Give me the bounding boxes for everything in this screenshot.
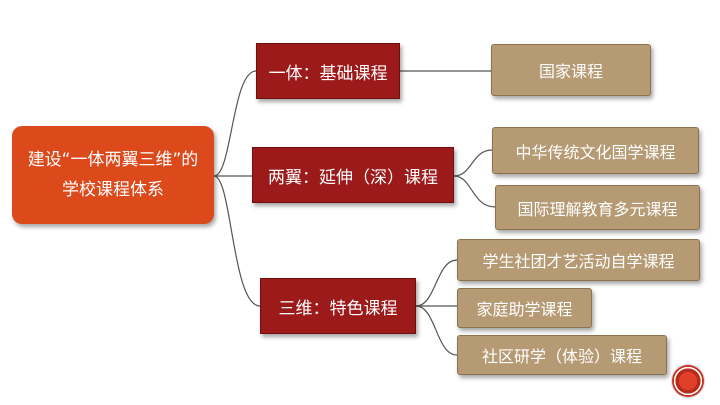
root-node: 建设“一体两翼三维”的 学校课程体系 (12, 126, 214, 224)
branch-node-yiti: 一体：基础课程 (256, 43, 400, 99)
root-line-1: 建设“一体两翼三维”的 (27, 150, 199, 170)
link-root-yiti (213, 70, 257, 177)
leaf-node-jiating: 家庭助学课程 (457, 288, 592, 328)
link-liangyi-guoji (453, 175, 496, 208)
leaf-node-zhonghua: 中华传统文化国学课程 (492, 127, 699, 174)
leaf-node-guojia: 国家课程 (491, 44, 651, 96)
red-seal-icon (672, 365, 704, 397)
link-root-sanwei (213, 175, 261, 307)
link-sanwei-xuesheng (415, 259, 458, 307)
link-sanwei-shequ (415, 305, 458, 356)
leaf-node-shequ: 社区研学（体验）课程 (457, 335, 667, 375)
link-liangyi-zhonghua (453, 149, 493, 177)
branch-node-sanwei: 三维：特色课程 (260, 278, 416, 334)
branch-node-liangyi: 两翼：延伸（深）课程 (252, 147, 454, 203)
root-line-2: 学校课程体系 (62, 180, 164, 200)
leaf-node-xuesheng: 学生社团才艺活动自学课程 (457, 239, 700, 281)
leaf-node-guoji: 国际理解教育多元课程 (495, 185, 700, 230)
